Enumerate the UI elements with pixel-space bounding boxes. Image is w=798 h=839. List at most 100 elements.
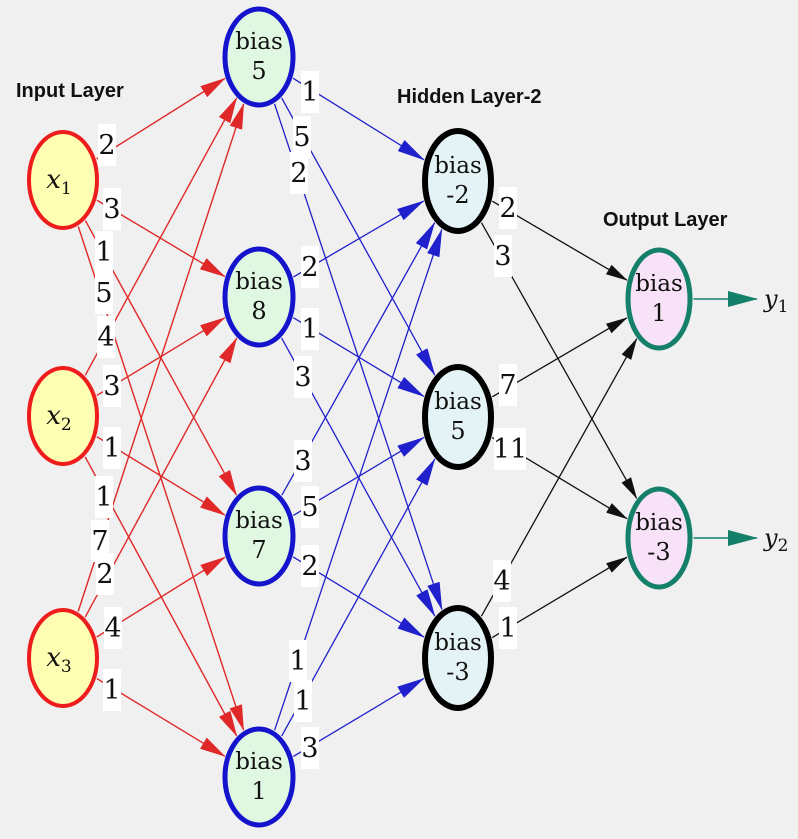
weight-label-text: 1 [289,646,306,677]
weight-h1-g2n: 1 [289,640,307,682]
node-bias-value: -2 [446,181,469,209]
node-symbol-x1: x1 [46,165,72,199]
weight-label-text: 4 [104,613,121,644]
weight-label-text: 2 [301,551,318,582]
weight-g3n-o3n: 1 [499,607,517,649]
output-layer-title: Output Layer [603,209,728,231]
node-bias-value: -3 [446,658,469,686]
weight-g5-o3n: 11 [493,428,527,470]
weight-h8-g3n: 3 [294,356,312,398]
weight-label-bg [98,124,116,166]
weight-label-bg [95,231,113,273]
weight-label-bg [95,272,113,314]
node-ellipse-g2n [422,128,494,234]
node-bias-word: bias [635,510,683,536]
weight-x3-h1: 1 [103,669,121,711]
node-x3: x3 [27,608,99,708]
node-ellipse-h1 [222,726,296,828]
weight-label-bg [294,356,312,398]
node-bias-word: bias [434,153,482,179]
node-ellipse-h5 [222,6,296,108]
weight-label-text: 3 [294,446,311,477]
node-g2n: bias-2 [422,128,494,234]
node-bias-word: bias [635,271,683,297]
weight-h8-g5: 1 [301,308,319,350]
weight-x1-h1: 5 [95,272,113,314]
weight-label-text: 3 [103,371,120,402]
input-layer-title: Input Layer [16,80,124,102]
weight-label-text: 3 [494,241,511,272]
hidden-layer-2-title: Hidden Layer-2 [397,86,542,108]
weight-h5-g5: 5 [293,116,311,158]
weight-label-text: 1 [103,433,120,464]
node-bias-value: 1 [251,777,266,805]
weight-label-bg [301,71,319,113]
weight-h1-g3n: 3 [301,727,319,769]
weight-label-bg [103,669,121,711]
output-label-y2: y2 [763,524,788,556]
node-symbol-x3: x3 [46,643,72,677]
weight-label-bg [103,188,121,230]
weight-label-bg [96,553,114,595]
weight-label-bg [493,560,511,602]
weight-x3-h5: 7 [91,520,109,562]
edge-x1-h5 [96,77,226,160]
weight-label-text: 4 [97,322,114,353]
node-symbol-x2: x2 [46,401,72,435]
weight-label-text: 2 [290,158,307,189]
node-ellipse-x3 [27,608,99,708]
node-ellipse-x1 [27,130,99,230]
weight-x2-h1: 1 [95,476,113,518]
weight-h7-g2n: 3 [294,440,312,482]
weight-x3-h7: 4 [104,607,122,649]
weight-h7-g5: 5 [301,486,319,528]
weight-label-text: 2 [301,252,318,283]
weight-x3-h8: 2 [96,553,114,595]
weight-label-bg [91,520,109,562]
weight-label-text: 3 [294,362,311,393]
node-ellipse-o1 [625,247,693,351]
weight-label-text: 1 [95,237,112,268]
weight-label-text: 1 [294,686,311,717]
weight-label-bg [294,680,312,722]
node-bias-word: bias [434,389,482,415]
weight-label-text: 2 [499,193,516,224]
weight-label-text: 1 [301,314,318,345]
node-bias-word: bias [235,749,283,775]
node-ellipse-o3n [625,486,693,590]
weight-g5-o1: 7 [499,364,517,406]
node-bias-word: bias [235,269,283,295]
weight-label-text: 5 [95,278,112,309]
weight-x1-h7: 1 [95,231,113,273]
weight-label-text: 5 [301,492,318,523]
weight-g2n-o1: 2 [499,187,517,229]
weight-g3n-o1: 4 [493,560,511,602]
weight-label-bg [301,486,319,528]
weight-x1-h8: 3 [103,188,121,230]
weight-label-bg [301,727,319,769]
weight-label-bg [95,476,113,518]
weight-label-bg [290,152,308,194]
node-bias-value: 5 [251,57,266,85]
weight-label-text: 1 [103,675,120,706]
node-ellipse-x2 [27,366,99,466]
node-bias-value: 1 [651,299,666,327]
weight-label-text: 2 [96,559,113,590]
weight-label-text: 2 [98,130,115,161]
node-bias-value: 7 [251,536,266,564]
weight-label-bg [301,545,319,587]
weight-label-text: 3 [301,733,318,764]
node-bias-value: -3 [647,538,670,566]
weight-h5-g3n: 2 [290,152,308,194]
weight-label-text: 11 [493,434,527,465]
weight-label-text: 5 [293,122,310,153]
weight-label-bg [104,607,122,649]
node-g3n: bias-3 [422,605,494,711]
weight-x2-h7: 1 [103,427,121,469]
